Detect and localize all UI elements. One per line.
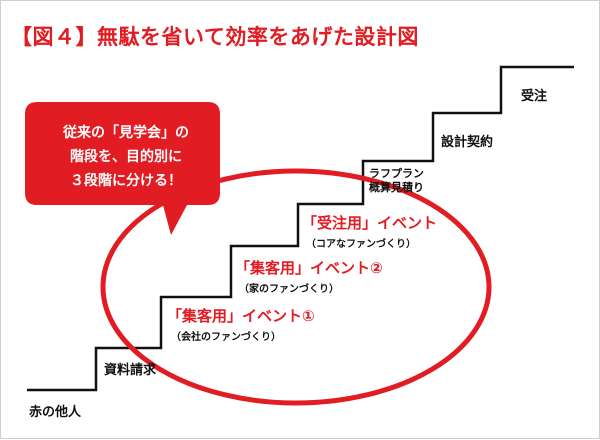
callout-text: 従来の「見学会」の 階段を、目的別に ３段階に分ける！ <box>31 121 221 193</box>
event-title: 「受注用」イベント <box>302 214 438 232</box>
event-title: 「集客用」イベント① <box>167 307 315 325</box>
step-contract: 設計契約 <box>441 135 494 150</box>
event-subtitle: （家のファンづくり） <box>239 284 339 295</box>
figure-title: 【図４】無駄を省いて効率をあげた設計図 <box>11 25 419 49</box>
step-order: 受注 <box>521 89 548 104</box>
step-request: 資料請求 <box>104 363 157 378</box>
event-subtitle: （会社のファンづくり） <box>171 332 281 343</box>
callout-bubble <box>25 102 220 235</box>
step-estimate: ラフプラン 概算見積り <box>369 167 424 194</box>
event-3: 「受注用」イベント （コアなファンづくり） <box>302 212 437 250</box>
step-start: 赤の他人 <box>29 405 82 420</box>
callout-line: 従来の「見学会」の <box>63 125 189 141</box>
highlight-ellipse <box>100 168 492 406</box>
event-2: 「集客用」イベント② （家のファンづくり） <box>235 257 383 295</box>
event-subtitle: （コアなファンづくり） <box>306 239 416 250</box>
callout-line: ３段階に分ける！ <box>70 173 182 189</box>
event-title: 「集客用」イベント② <box>235 259 383 277</box>
event-1: 「集客用」イベント① （会社のファンづくり） <box>167 305 315 343</box>
callout-line: 階段を、目的別に <box>70 149 182 165</box>
